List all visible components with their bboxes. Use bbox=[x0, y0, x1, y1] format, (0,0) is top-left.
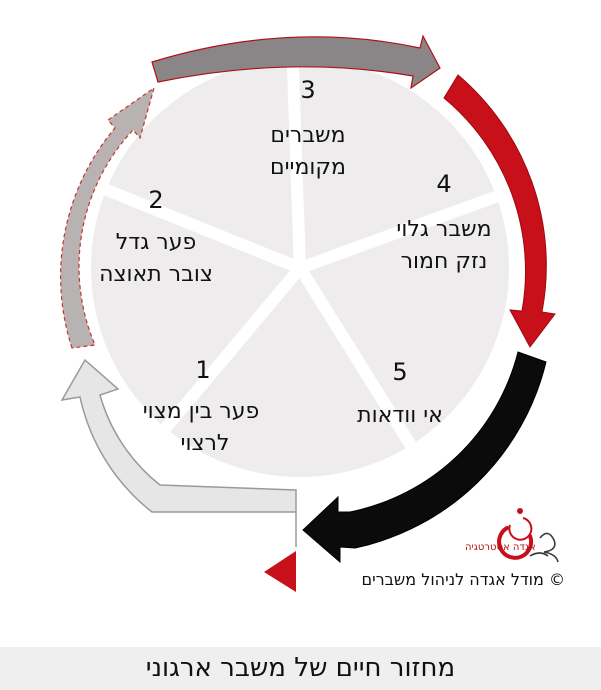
segment-1-line-1: פער בין מצוי bbox=[143, 399, 259, 424]
footer-bar: מחזור חיים של משבר ארגוני bbox=[0, 647, 601, 690]
segment-1-line-2: לרצוי bbox=[181, 431, 230, 456]
segment-4: 4 משבר גלוי נזק חמור bbox=[396, 170, 491, 274]
segment-2-line-1: פער גדל bbox=[116, 230, 197, 255]
segment-5: 5 אי וודאות bbox=[357, 358, 443, 428]
segment-4-line-2: נזק חמור bbox=[401, 249, 488, 274]
crisis-cycle-diagram: 1 פער בין מצוי לרצוי 2 פער גדל צובר תאוצ… bbox=[60, 34, 556, 592]
logo-ring-icon bbox=[497, 508, 534, 560]
pie-segments bbox=[79, 47, 521, 489]
copyright-text: © מודל אגדה לניהול משברים bbox=[361, 570, 565, 589]
arrow-5 bbox=[302, 351, 547, 564]
segment-1-number: 1 bbox=[195, 356, 210, 384]
arrow-2 bbox=[60, 86, 156, 349]
arrow-4 bbox=[443, 74, 556, 348]
segment-2: 2 פער גדל צובר תאוצה bbox=[99, 186, 213, 287]
segment-wedge-5 bbox=[155, 262, 420, 489]
agada-logo bbox=[497, 508, 559, 563]
segment-4-line-1: משבר גלוי bbox=[396, 217, 491, 242]
red-pointer-mark bbox=[264, 551, 296, 592]
segment-4-number: 4 bbox=[436, 170, 451, 198]
segment-2-number: 2 bbox=[148, 186, 163, 214]
segment-2-line-2: צובר תאוצה bbox=[99, 262, 213, 287]
arrow-1 bbox=[60, 358, 297, 547]
logo-name: אגדה אסטרטגיה bbox=[465, 542, 536, 553]
segment-5-line-1: אי וודאות bbox=[357, 403, 443, 428]
segment-3-line-1: משברים bbox=[270, 123, 345, 148]
footer-title: מחזור חיים של משבר ארגוני bbox=[145, 653, 456, 683]
segment-3: 3 משברים מקומיים bbox=[270, 76, 346, 180]
arrow-3 bbox=[151, 34, 441, 90]
segment-3-line-2: מקומיים bbox=[270, 155, 346, 180]
segment-1: 1 פער בין מצוי לרצוי bbox=[143, 356, 259, 456]
segment-5-number: 5 bbox=[392, 358, 407, 386]
logo-script-icon bbox=[529, 532, 559, 563]
segment-3-number: 3 bbox=[300, 76, 315, 104]
segment-wedge-4 bbox=[294, 188, 521, 457]
